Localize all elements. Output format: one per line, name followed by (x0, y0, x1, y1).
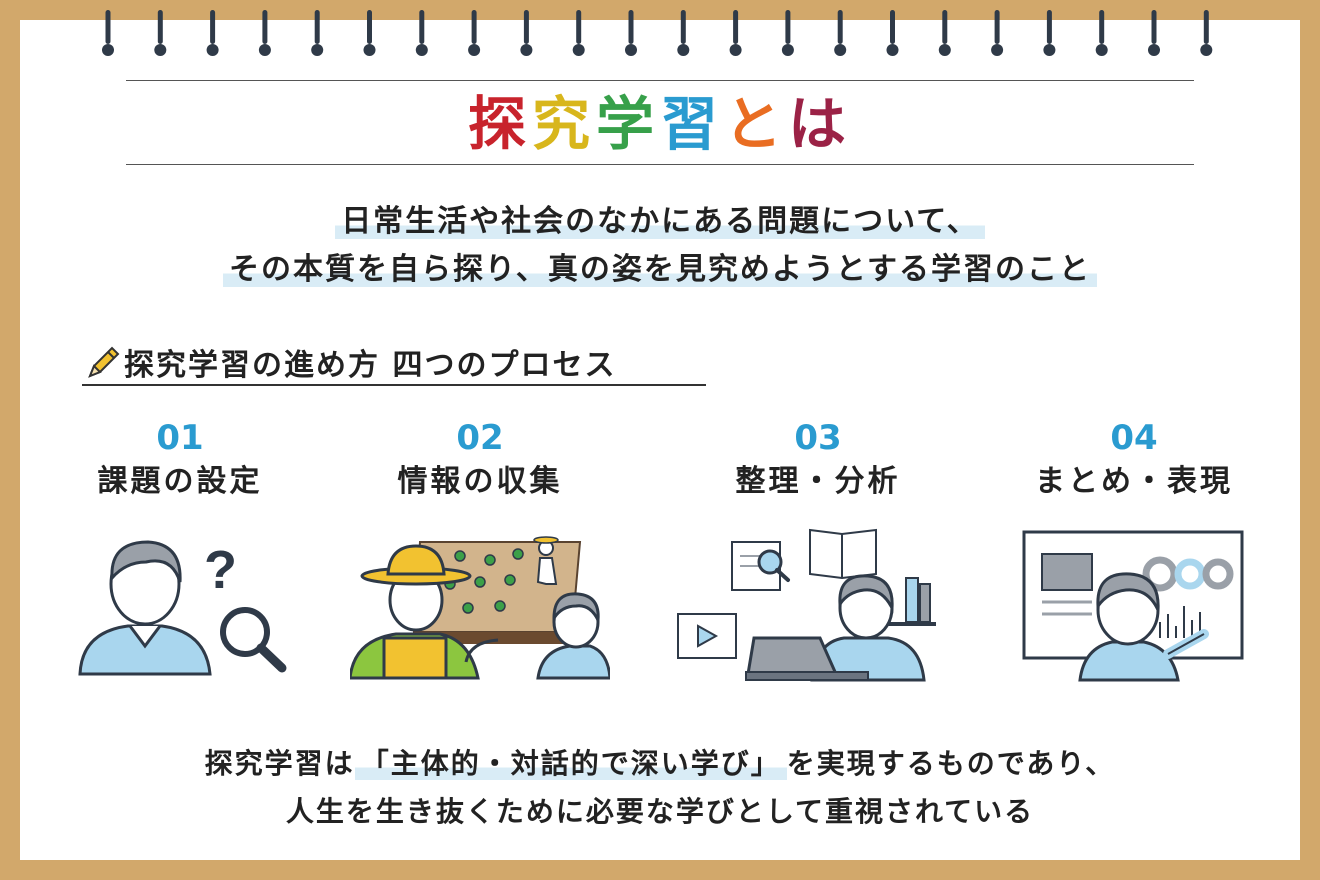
binding-hole (1043, 44, 1056, 56)
title-bottom-rule (126, 164, 1194, 165)
intro-line-1: 日常生活や社会のなかにある問題について、 (0, 196, 1320, 240)
binding-hole (415, 44, 428, 56)
binding-hole (154, 44, 167, 56)
title-char: 探 (467, 90, 532, 158)
binding-hole (258, 44, 271, 56)
binding-ring (785, 10, 791, 44)
binding-ring (733, 10, 739, 44)
step-number: 03 (794, 418, 842, 458)
binding-ring (1099, 10, 1105, 44)
binding-hole (886, 44, 899, 56)
binding-hole (1148, 44, 1160, 56)
binding-ring (994, 10, 1000, 44)
binding-ring (890, 10, 895, 44)
binding-ring (157, 10, 163, 44)
closing-line-1-post: を実現するものであり、 (786, 747, 1116, 780)
binding-ring (471, 10, 477, 44)
intro-line-2: その本質を自ら探り、真の姿を見究めようとする学習のこと (0, 244, 1320, 288)
binding-ring (1046, 10, 1052, 44)
step-label: 課題の設定 (97, 464, 263, 499)
title-char: 学 (595, 90, 660, 158)
binding-ring (314, 10, 320, 44)
title-char: 習 (660, 90, 725, 158)
step-number: 02 (456, 418, 504, 458)
binding-ring (942, 10, 948, 44)
person-question-magnifier-icon: ? (78, 540, 287, 676)
step-1: 01 課題の設定 (30, 418, 330, 502)
title-char: は (788, 90, 853, 158)
person-presentation-board-icon (1022, 530, 1244, 682)
title-char: 究 (531, 90, 596, 158)
binding-hole (102, 44, 114, 56)
binding-hole (625, 44, 637, 56)
binding-hole (938, 44, 951, 56)
binding-hole (781, 44, 794, 56)
notebook-page (20, 20, 1300, 860)
title-top-rule (126, 80, 1194, 81)
spiral-binding (102, 10, 1213, 56)
step-label: 整理・分析 (735, 464, 901, 499)
process-heading-text: 探究学習の進め方 四つのプロセス (124, 348, 617, 383)
step-label: 情報の収集 (397, 464, 563, 499)
closing-line-1: 探究学習は「主体的・対話的で深い学び」を実現するものであり、 (0, 742, 1320, 782)
step-number: 01 (156, 418, 204, 458)
closing-highlight: 「主体的・対話的で深い学び」 (354, 747, 787, 780)
binding-ring (628, 10, 634, 44)
binding-ring (105, 10, 111, 44)
binding-hole (677, 44, 690, 56)
binding-hole (520, 44, 533, 56)
binding-hole (311, 44, 324, 56)
binding-hole (834, 44, 847, 56)
binding-hole (991, 44, 1004, 56)
binding-ring (523, 10, 529, 44)
binding-ring (419, 10, 425, 44)
binding-ring (837, 10, 843, 44)
intro-line-2-text: その本質を自ら探り、真の姿を見究めようとする学習のこと (223, 252, 1097, 287)
closing-line-2-text: 人生を生き抜くために必要な学びとして重視されている (285, 795, 1035, 828)
binding-ring (210, 10, 216, 44)
binding-ring (262, 10, 268, 44)
binding-ring (367, 10, 372, 44)
binding-ring (680, 10, 686, 44)
binding-hole (1200, 44, 1213, 56)
binding-hole (206, 44, 219, 56)
step-4: 04 まとめ・表現 (984, 418, 1284, 502)
person-laptop-books-icon (677, 528, 936, 682)
binding-ring (1203, 10, 1209, 44)
binding-hole (729, 44, 742, 56)
step-3: 03 整理・分析 (668, 418, 968, 502)
binding-hole (363, 44, 376, 56)
process-heading: 探究学習の進め方 四つのプロセス (82, 338, 706, 386)
binding-hole (572, 44, 585, 56)
pencil-icon (88, 346, 120, 378)
binding-hole (468, 44, 481, 56)
step-label: まとめ・表現 (1035, 464, 1233, 499)
page-title: 探究学習とは (0, 86, 1320, 162)
step-2: 02 情報の収集 (330, 418, 630, 502)
farmer-field-survey-icon (350, 536, 610, 680)
intro-line-1-text: 日常生活や社会のなかにある問題について、 (335, 204, 985, 239)
step-number: 04 (1110, 418, 1158, 458)
binding-ring (576, 10, 582, 44)
closing-line-2: 人生を生き抜くために必要な学びとして重視されている (0, 790, 1320, 830)
binding-hole (1095, 44, 1108, 56)
closing-line-1-pre: 探究学習は (204, 747, 355, 780)
title-char: と (724, 90, 789, 158)
binding-ring (1151, 10, 1157, 44)
svg-text:?: ? (204, 540, 237, 600)
